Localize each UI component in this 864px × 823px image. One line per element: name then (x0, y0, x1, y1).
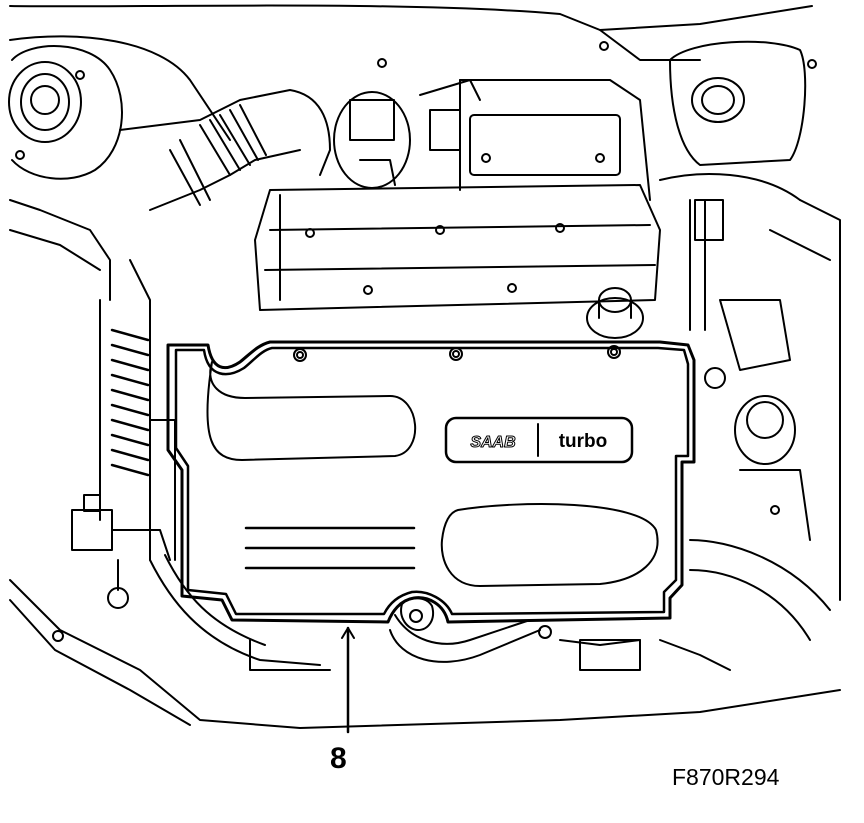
callout-leader (341, 626, 355, 734)
intake-manifold (459, 79, 651, 201)
badge-brand-text: SAAB (470, 434, 515, 451)
cover-badge: SAAB turbo (444, 416, 634, 464)
valve-cover (254, 184, 661, 311)
engine-cover (166, 340, 696, 631)
body-outline (9, 4, 841, 729)
oil-filler-cap (586, 287, 644, 339)
callout-number-8: 8 (330, 742, 347, 775)
left-side-structure (9, 199, 176, 609)
badge-model-text: turbo (559, 431, 608, 452)
coolant-reservoir (669, 40, 817, 166)
strut-tower-left (8, 45, 123, 180)
right-side-components (659, 173, 841, 641)
figure-code: F870R294 (672, 764, 780, 790)
lower-hoses (149, 554, 731, 671)
intake-hose (119, 89, 331, 211)
